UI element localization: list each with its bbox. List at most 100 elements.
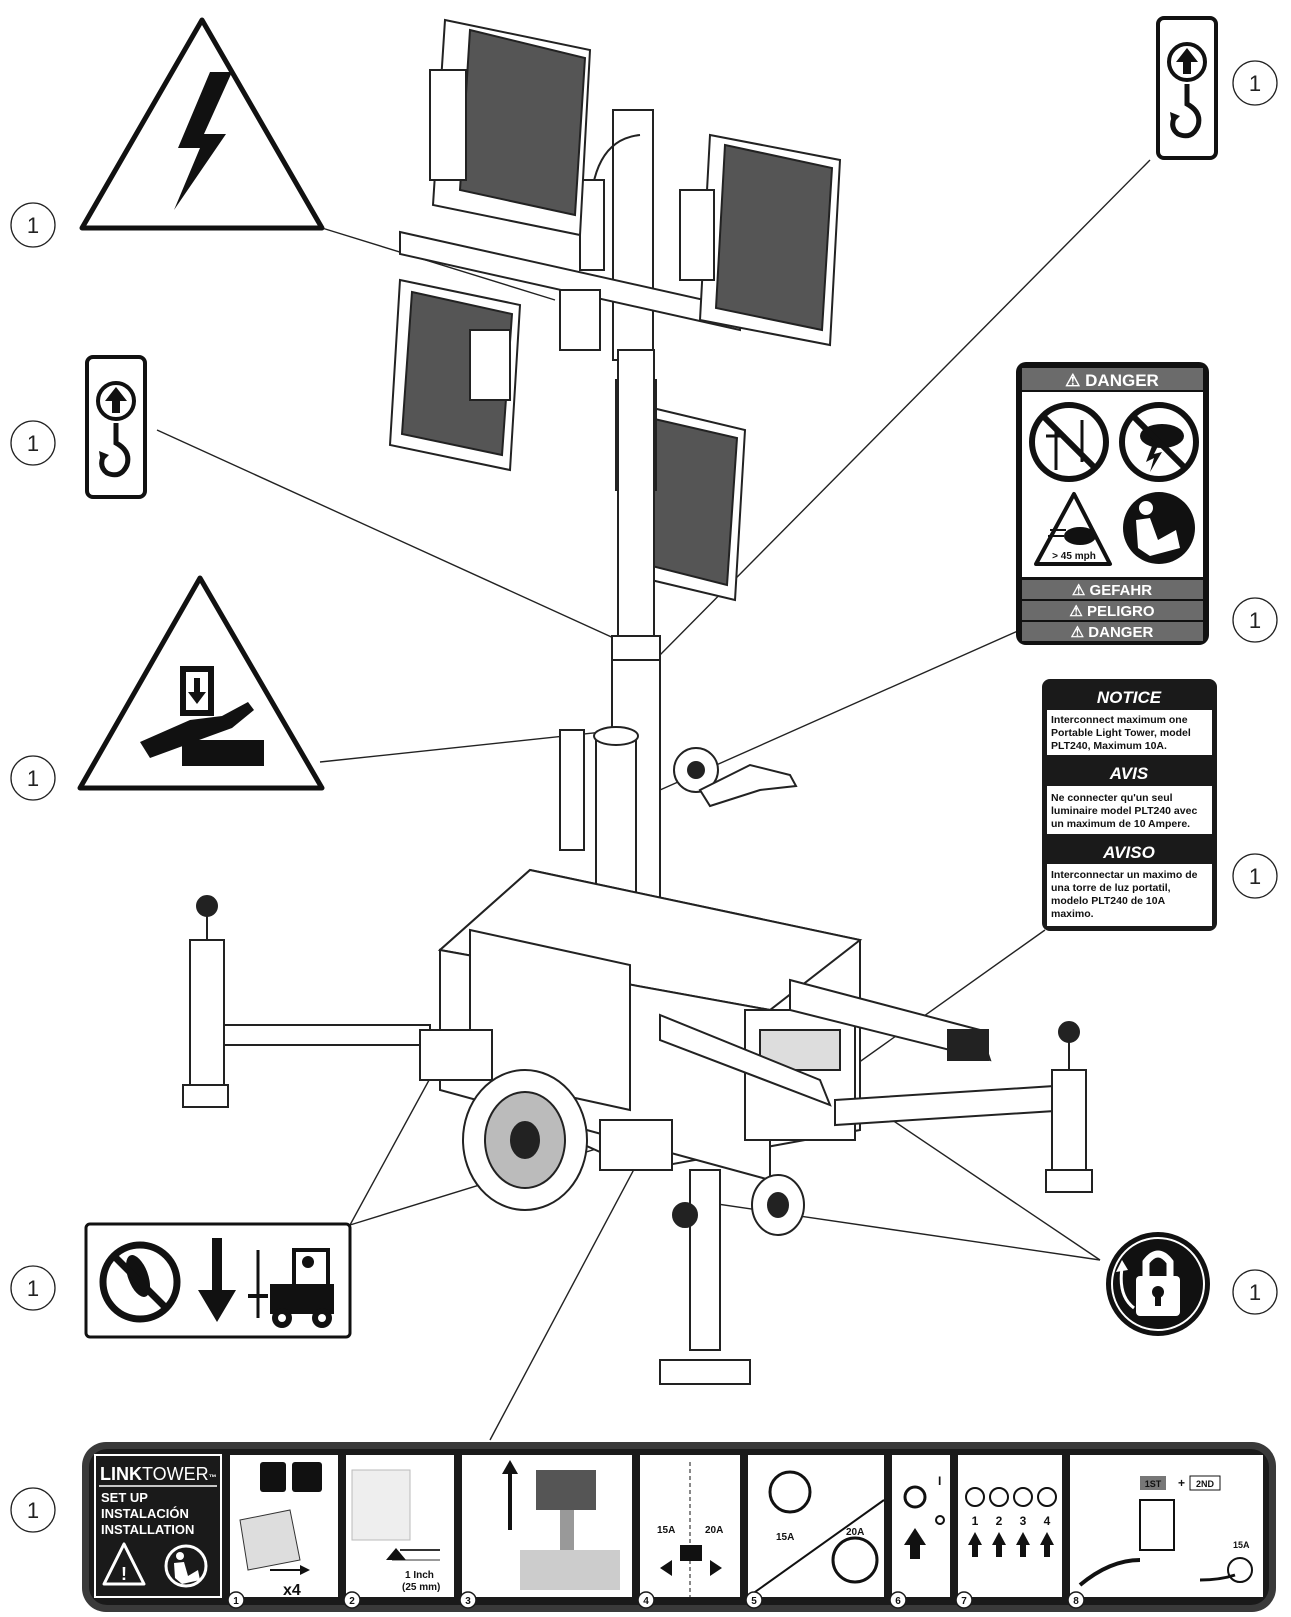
svg-text:20A: 20A (705, 1525, 723, 1536)
svg-text:NOTICE: NOTICE (1097, 688, 1162, 707)
svg-text:Portable Light Tower, model: Portable Light Tower, model (1051, 727, 1191, 739)
svg-text:> 45 mph: > 45 mph (1052, 551, 1096, 562)
callout-circle: 1 (1232, 597, 1278, 643)
svg-text:luminaire model PLT240 avec: luminaire model PLT240 avec (1051, 805, 1197, 817)
svg-text:15A: 15A (776, 1532, 794, 1543)
svg-text:4: 4 (1044, 1514, 1051, 1528)
callout-circle: 1 (10, 755, 56, 801)
svg-text:8: 8 (1073, 1596, 1079, 1607)
svg-text:1: 1 (27, 431, 39, 456)
svg-text:6: 6 (895, 1596, 901, 1607)
svg-text:15A: 15A (657, 1525, 675, 1536)
svg-text:1 Inch: 1 Inch (405, 1570, 434, 1581)
setup-step-7: 1 2 3 4 (958, 1455, 1062, 1597)
svg-text:1: 1 (27, 766, 39, 791)
svg-text:7: 7 (961, 1596, 967, 1607)
no-step-icon (99, 1241, 181, 1323)
callout-circle: 1 (10, 202, 56, 248)
warning-icon: ! (102, 1542, 146, 1586)
led-light-panel (679, 133, 842, 347)
lifting-hook-icon (85, 355, 147, 499)
svg-text:(25 mm): (25 mm) (402, 1582, 440, 1593)
svg-text:2ND: 2ND (1196, 1479, 1215, 1489)
svg-text:INSTALACIÓN: INSTALACIÓN (101, 1506, 189, 1521)
svg-text:AVIS: AVIS (1109, 764, 1149, 783)
no-step-forklift-label (84, 1222, 352, 1339)
svg-text:⚠ DANGER: ⚠ DANGER (1065, 371, 1159, 390)
callout-circle: 1 (1232, 1269, 1278, 1315)
svg-text:1: 1 (27, 213, 39, 238)
svg-text:⚠ PELIGRO: ⚠ PELIGRO (1069, 603, 1154, 620)
svg-text:1: 1 (1249, 71, 1261, 96)
svg-text:maximo.: maximo. (1051, 908, 1094, 920)
svg-text:3: 3 (465, 1596, 471, 1607)
forklift-icon (248, 1248, 334, 1328)
svg-text:1: 1 (1249, 864, 1261, 889)
svg-text:4: 4 (643, 1596, 649, 1607)
svg-text:1: 1 (27, 1498, 39, 1523)
svg-text:2: 2 (996, 1514, 1003, 1528)
led-light-panel (429, 18, 592, 237)
no-power-lines-icon (1029, 402, 1109, 482)
setup-step-3 (462, 1455, 632, 1597)
arrow-down-icon (198, 1238, 236, 1322)
svg-text:LINKTOWER™: LINKTOWER™ (100, 1464, 217, 1484)
callout-circle: 1 (1232, 60, 1278, 106)
svg-text:I: I (938, 1474, 941, 1488)
no-storm-icon (1119, 402, 1199, 482)
callout-circle: 1 (10, 1487, 56, 1533)
high-wind-warning-icon: > 45 mph (1034, 492, 1112, 566)
setup-step-8: 1ST + 2ND 15A (1070, 1455, 1263, 1597)
lifting-hook-icon (1156, 16, 1218, 160)
setup-title-panel: LINKTOWER™ SET UP INSTALACIÓN INSTALLATI… (94, 1454, 222, 1598)
svg-text:Interconnectar un maximo de: Interconnectar un maximo de (1051, 869, 1198, 881)
svg-text:⚠ DANGER: ⚠ DANGER (1071, 624, 1154, 641)
svg-text:⚠ GEFAHR: ⚠ GEFAHR (1072, 582, 1152, 599)
svg-text:x4: x4 (283, 1582, 301, 1599)
svg-text:1: 1 (1249, 608, 1261, 633)
setup-step-2: 1 Inch (25 mm) (346, 1455, 454, 1597)
svg-text:modelo PLT240 de 10A: modelo PLT240 de 10A (1051, 895, 1166, 907)
svg-text:INSTALLATION: INSTALLATION (101, 1522, 194, 1537)
svg-text:3: 3 (1020, 1514, 1027, 1528)
svg-text:1: 1 (233, 1596, 239, 1607)
svg-text:1: 1 (1249, 1280, 1261, 1305)
notice-label: NOTICE Interconnect maximum one Portable… (1042, 679, 1217, 931)
led-light-panel (388, 278, 522, 472)
setup-step-6: I (892, 1455, 950, 1597)
callout-circle: 1 (10, 420, 56, 466)
callout-circle: 1 (10, 1265, 56, 1311)
svg-text:PLT240, Maximum 10A.: PLT240, Maximum 10A. (1051, 740, 1167, 752)
setup-step-4: 15A 20A (640, 1455, 740, 1597)
read-manual-icon (164, 1544, 208, 1588)
callout-circle: 1 (1232, 853, 1278, 899)
svg-text:una torre de luz portatil,: una torre de luz portatil, (1051, 882, 1171, 894)
lock-label (1106, 1232, 1210, 1336)
svg-text:Interconnect maximum one: Interconnect maximum one (1051, 714, 1188, 726)
svg-text:Ne connecter qu'un seul: Ne connecter qu'un seul (1051, 792, 1173, 804)
callout-circles: 1 1 1 1 1 1 1 1 (10, 60, 1278, 1533)
danger-label: ⚠ DANGER > 45 mph (1016, 362, 1209, 645)
svg-text:20A: 20A (846, 1527, 864, 1538)
svg-text:1: 1 (972, 1514, 979, 1528)
svg-text:5: 5 (751, 1596, 757, 1607)
leader-lines (156, 159, 1151, 1441)
svg-text:SET UP: SET UP (101, 1490, 148, 1505)
step-number-badges: 1 2 3 4 5 6 7 8 (227, 1591, 1085, 1609)
svg-text:AVISO: AVISO (1102, 843, 1155, 862)
setup-instructions-label: LINKTOWER™ SET UP INSTALACIÓN INSTALLATI… (82, 1442, 1276, 1612)
setup-step-5: 15A 20A (747, 1455, 885, 1598)
svg-text:!: ! (121, 1564, 127, 1584)
crush-hazard-icon (77, 575, 325, 791)
light-tower-drawing (182, 18, 1093, 1385)
setup-step-1: x4 (230, 1455, 338, 1599)
svg-text:un maximum de 10 Ampere.: un maximum de 10 Ampere. (1051, 818, 1190, 830)
electrical-hazard-icon (79, 17, 325, 231)
svg-text:2: 2 (349, 1596, 355, 1607)
read-manual-icon (1123, 492, 1195, 564)
svg-text:+: + (1178, 1476, 1185, 1490)
svg-text:1ST: 1ST (1145, 1479, 1162, 1489)
svg-text:15A: 15A (1233, 1540, 1250, 1550)
svg-text:1: 1 (27, 1276, 39, 1301)
